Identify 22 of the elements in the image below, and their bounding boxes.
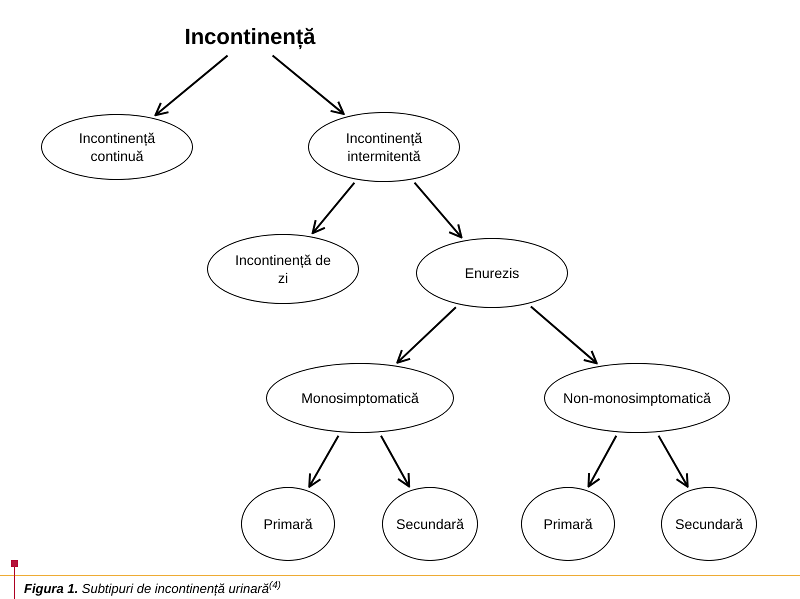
arrow	[308, 435, 340, 488]
arrow	[272, 54, 345, 115]
node-label: Non-monosimptomatică	[563, 388, 711, 408]
arrow	[530, 306, 598, 364]
node-label: Monosimptomatică	[301, 388, 419, 408]
node-label: Primară	[543, 514, 592, 534]
arrow	[312, 182, 356, 234]
arrow	[396, 306, 457, 364]
node-label: Primară	[263, 514, 312, 534]
arrow	[658, 435, 689, 488]
arrow	[588, 435, 618, 488]
arrow	[380, 435, 410, 488]
arrow	[154, 54, 228, 116]
node-label: Secundară	[396, 514, 464, 534]
node-label: Incontinență intermitentă	[344, 128, 424, 166]
node-label: Incontinență de zi	[234, 250, 332, 288]
caption: Figura 1. Subtipuri de incontinență urinară$^{(4)}$	[24, 579, 281, 598]
node-label: Enurezis	[464, 264, 520, 282]
root-label: Incontinență	[184, 23, 316, 51]
node-label: Secundară	[675, 514, 743, 534]
arrow	[414, 182, 462, 238]
node-label: Incontinență continuă	[78, 128, 156, 166]
